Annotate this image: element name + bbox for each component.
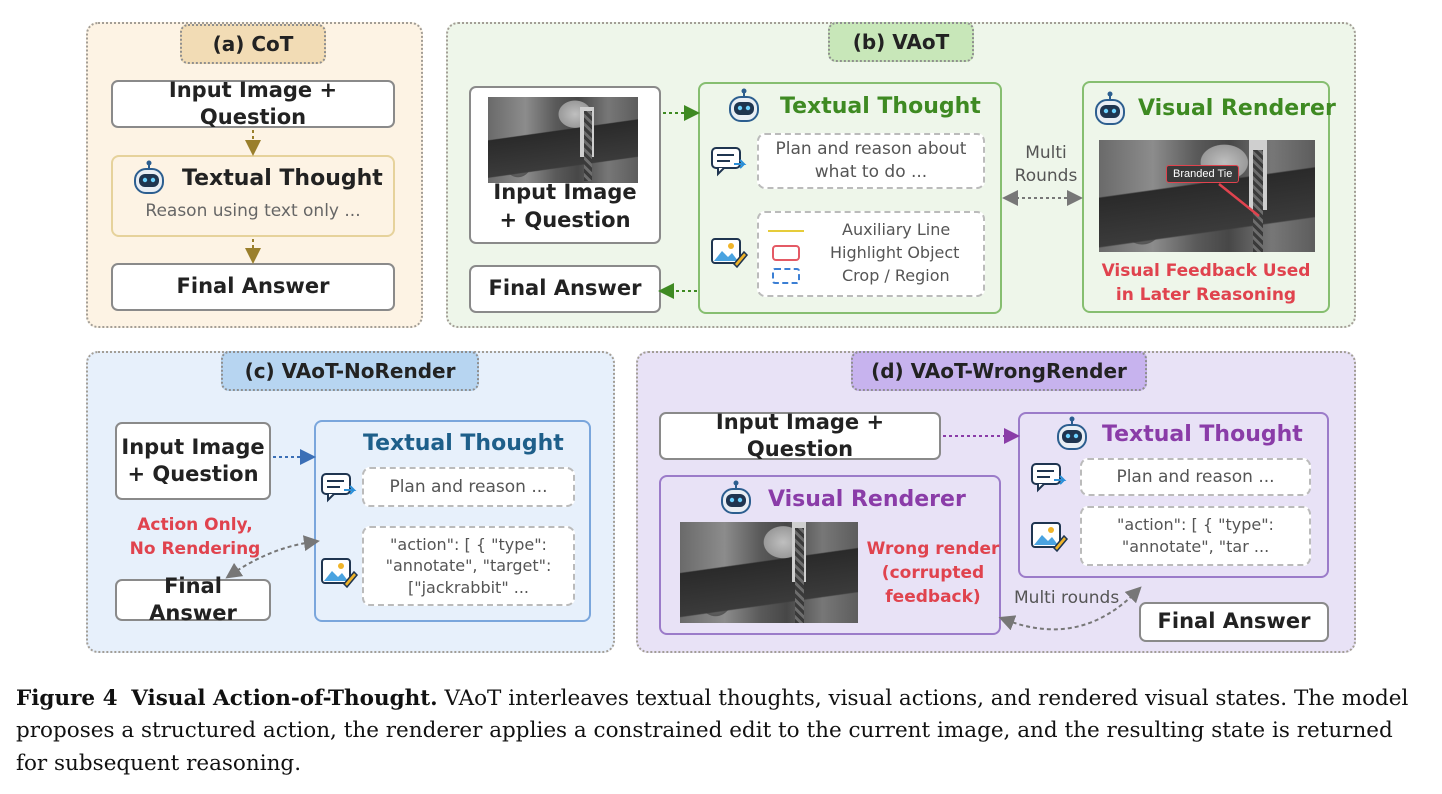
robot-icon <box>729 88 759 122</box>
caption-text: VAoT interleaves textual thoughts, visua… <box>16 686 1409 776</box>
caption-title: Visual Action-of-Thought. <box>131 686 438 711</box>
robot-icon <box>721 480 751 514</box>
panel-d-wrong-line3: feedback) <box>885 586 981 607</box>
image-edit-icon <box>711 238 749 269</box>
panel-d-wrong-note: Wrong render (corrupted feedback) <box>862 538 1004 609</box>
panel-c-plan-box: Plan and reason ... <box>362 467 575 507</box>
panel-a-thought-title: Textual Thought <box>182 166 383 191</box>
panel-c-input-box: Input Image + Question <box>115 422 271 500</box>
panel-b-multi-line2: Rounds <box>1014 165 1078 186</box>
panel-b-thought-title: Textual Thought <box>780 94 981 119</box>
panel-c-action-line3: ["jackrabbit" ... <box>407 577 530 597</box>
crop-region-swatch <box>772 268 800 284</box>
panel-b-answer-box: Final Answer <box>469 265 661 313</box>
panel-c-tag: (c) VAoT-NoRender <box>221 351 479 391</box>
panel-b-multi-line1: Multi <box>1025 143 1067 163</box>
panel-d-input-box: Input Image + Question <box>659 410 941 461</box>
panel-d-wrong-line1: Wrong render <box>866 539 1000 559</box>
panel-a-tag: (a) CoT <box>180 24 326 64</box>
panel-d-answer-box: Final Answer <box>1139 602 1329 642</box>
robot-icon <box>134 160 164 194</box>
arrow-d-multi-rounds <box>998 586 1142 631</box>
auxiliary-line-swatch <box>768 230 804 232</box>
panel-a-thought-box <box>111 155 395 237</box>
panel-d-tag: (d) VAoT-WrongRender <box>851 351 1147 391</box>
panel-b-plan-line1: Plan and reason about <box>775 139 967 160</box>
panel-b-input-photo <box>488 97 638 183</box>
panel-d-action-line1: "action": [ { "type": <box>1117 515 1274 535</box>
highlight-object-swatch <box>772 245 800 261</box>
robot-icon <box>1095 91 1125 125</box>
caption-label: Figure 4 <box>16 686 118 711</box>
panel-b-photo-label: Branded Tie <box>1166 165 1240 183</box>
panel-d-plan-box: Plan and reason ... <box>1080 458 1311 496</box>
annotation-line <box>1218 183 1260 217</box>
chat-icon <box>711 147 747 177</box>
legend-crop-region: Crop / Region <box>842 266 950 285</box>
chat-icon <box>321 473 357 503</box>
arrows-layer <box>225 105 1142 631</box>
panel-d-renderer-title: Visual Renderer <box>768 487 966 512</box>
panel-b-feedback-line2: in Later Reasoning <box>1115 284 1297 305</box>
panel-c-thought-title: Textual Thought <box>363 431 564 456</box>
panel-b-renderer-photo <box>1099 140 1315 252</box>
panel-b-input-line2: + Question <box>499 207 631 232</box>
image-edit-icon <box>321 558 359 589</box>
panel-b-feedback-line1: Visual Feedback Used <box>1101 261 1311 281</box>
panel-b-feedback: Visual Feedback Used in Later Reasoning <box>1084 260 1328 308</box>
panel-a-answer-box: Final Answer <box>111 263 395 311</box>
panel-d-action-box: "action": [ { "type": "annotate", "tar ..… <box>1080 506 1311 566</box>
panel-a-input-box: Input Image + Question <box>111 78 395 129</box>
robot-icon <box>1057 416 1087 450</box>
panel-c-action-line1: "action": [ { "type": <box>390 534 547 554</box>
panel-d-action-line2: "annotate", "tar ... <box>1121 537 1270 556</box>
legend-auxiliary-line: Auxiliary Line <box>842 220 951 239</box>
figure-caption: Figure 4 Visual Action-of-Thought. VAoT … <box>16 683 1428 780</box>
panel-d-renderer-photo <box>680 522 858 623</box>
image-edit-icon <box>1031 522 1069 553</box>
panel-b-plan-line2: what to do ... <box>814 162 928 182</box>
panel-b-tag: (b) VAoT <box>828 22 974 62</box>
panel-c-action-box: "action": [ { "type":"annotate", "target… <box>362 526 575 606</box>
panel-c-note-line1: Action Only, <box>137 515 253 535</box>
panel-c-action-line2: "annotate", "target": <box>385 556 552 576</box>
legend-highlight-object: Highlight Object <box>830 243 960 262</box>
panel-a-thought-text: Reason using text only ... <box>145 201 361 221</box>
panel-b-renderer-title: Visual Renderer <box>1138 96 1336 121</box>
panel-c-input-line2: + Question <box>127 462 259 486</box>
arrow-c-thought-to-answer <box>225 535 320 579</box>
panel-d-thought-title: Textual Thought <box>1102 422 1303 447</box>
chat-icon <box>1031 463 1067 493</box>
panel-b-input-line1: Input Image <box>493 180 637 205</box>
panel-d-wrong-line2: (corrupted <box>881 562 985 583</box>
panel-c-input-line1: Input Image <box>121 434 265 459</box>
